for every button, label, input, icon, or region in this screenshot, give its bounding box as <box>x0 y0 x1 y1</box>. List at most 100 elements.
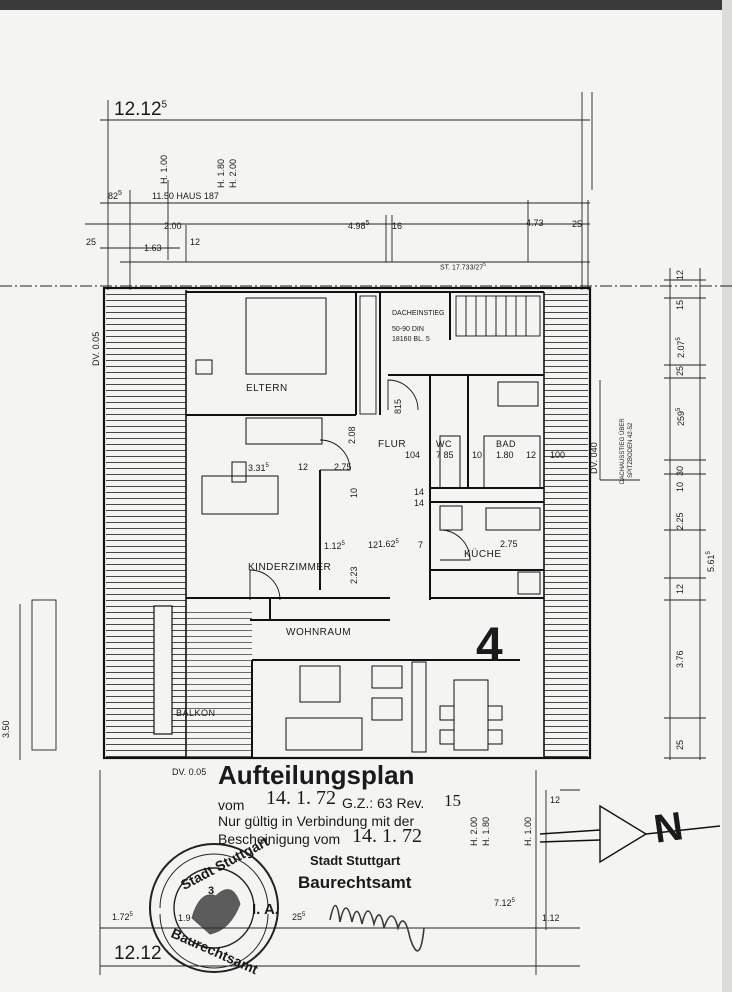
dim-r-12a: 12 <box>675 269 685 280</box>
dim-4985: 4.985 <box>348 220 370 231</box>
dim-r-561: 5.615 <box>706 551 716 572</box>
dim-i-104: 104 <box>405 450 421 460</box>
stamp-line3-date: 14. 1. 72 <box>352 825 422 847</box>
room-bad: BAD <box>496 439 517 449</box>
dim-473: 4.73 <box>526 218 544 228</box>
dim-16: 16 <box>392 221 403 231</box>
dim-i-12b: 12 <box>298 462 309 472</box>
dim-163: 1.63 <box>144 243 162 253</box>
room-wc: WC <box>436 439 452 449</box>
dim-haus: 11.50 HAUS 187 <box>152 191 219 201</box>
dim-i-331: 3.315 <box>248 463 269 473</box>
stamp-vom-date: 14. 1. 72 <box>266 787 336 809</box>
outer-wall <box>102 286 592 760</box>
top-dimension-lines <box>0 92 732 290</box>
room-wohnraum: WOHNRAUM <box>286 627 352 638</box>
note-dachausstieg-2: SPITZBODEN 42-52 <box>628 422 634 478</box>
dim-b-h100: H. 1.00 <box>523 816 533 846</box>
overall-width-top: 12.125 <box>114 99 168 120</box>
dim-i-14b: 14 <box>414 498 425 508</box>
stamp-ia: I. A. <box>252 901 279 918</box>
dim-r-2075: 2.075 <box>676 337 686 358</box>
balcony-hatch <box>186 610 252 758</box>
dim-825: 825 <box>108 190 122 201</box>
room-flur: FLUR <box>378 439 407 450</box>
balcony-rail <box>153 605 173 735</box>
room-kinderzimmer: KINDERZIMMER <box>248 562 332 573</box>
room-eltern: ELTERN <box>246 383 288 394</box>
room-balkon: BALKON <box>176 708 216 718</box>
interior-walls <box>186 291 544 758</box>
note-dachausstieg-1: DACHAUSSTIEG ÜBER <box>620 418 626 484</box>
dim-i-180: 1.80 <box>496 450 514 460</box>
stamp-city: Stadt Stuttgart <box>310 853 401 868</box>
dv-005-bottom: DV. 0.05 <box>172 767 207 777</box>
dim-r-25: 25 <box>675 365 685 376</box>
dim-r-2595: 2595 <box>676 407 686 426</box>
dv-040: DV. 040 <box>589 442 599 474</box>
dim-b-112: 1.12 <box>542 913 560 923</box>
dim-b-h180: H. 1.80 <box>481 816 491 846</box>
dim-i-12c: 12 <box>368 540 379 550</box>
dim-i-12: 12 <box>526 450 537 460</box>
north-arrow-icon <box>539 804 721 864</box>
stamp-line3-label: Bescheinigung vom <box>218 831 341 847</box>
dim-25-left: 25 <box>86 237 97 247</box>
stamp-vom-label: vom <box>218 797 245 813</box>
dim-b-12: 12 <box>550 795 561 805</box>
dim-h100: H. 1.00 <box>159 154 169 184</box>
unit-number: 4 <box>476 619 503 672</box>
dim-r-25c: 25 <box>675 739 685 750</box>
note-dacheinstieg-1: DACHEINSTIEG <box>392 310 445 317</box>
dim-h200: H. 2.00 <box>228 158 238 188</box>
door-swings <box>249 379 471 601</box>
dim-r-15: 15 <box>675 299 685 310</box>
north-letter: N <box>651 804 686 852</box>
dim-r-10: 10 <box>675 481 685 492</box>
top-edge-shadow <box>0 0 732 10</box>
stamp-gz-number: 15 <box>444 791 461 810</box>
stamp-gz: G.Z.: 63 Rev. <box>342 795 425 811</box>
dim-r-376: 3.76 <box>675 650 685 668</box>
stamp-line2: Nur gültig in Verbindung mit der <box>218 813 415 829</box>
right-dimension-lines <box>599 268 706 760</box>
dim-i-208: 2.08 <box>347 426 357 444</box>
dim-i-14a: 14 <box>414 487 425 497</box>
furniture <box>195 297 541 753</box>
signature-scribble <box>329 904 425 952</box>
dim-i-785: 7 85 <box>436 450 454 460</box>
note-dacheinstieg-3: 18160 BL. 5 <box>392 336 430 343</box>
dim-h180: H. 1.80 <box>216 158 226 188</box>
dim-25-top: 25 <box>572 219 583 229</box>
dim-b-255: 255 <box>292 912 306 922</box>
dv-005-left: DV. 0.05 <box>91 331 101 366</box>
dim-b-19: 1.9 <box>178 913 191 923</box>
dim-i-223: 2.23 <box>349 566 359 584</box>
dim-st: ST. 17.733/275 <box>440 262 486 272</box>
staircase <box>359 295 541 415</box>
room-kueche: KÜCHE <box>464 549 502 560</box>
dim-200: 2.00 <box>164 221 182 231</box>
dim-r-225: 2.25 <box>675 512 685 530</box>
right-edge-shadow <box>722 0 732 992</box>
dim-r-30: 30 <box>675 465 685 476</box>
dim-i-275a: 2.75 <box>334 462 352 472</box>
overall-width-bottom: 12.12 <box>114 943 162 964</box>
stamp-title: Aufteilungsplan <box>218 760 415 790</box>
note-dacheinstieg-2: 50-90 DIN <box>392 326 424 333</box>
dim-i-10b: 10 <box>349 487 359 498</box>
dim-i-100: 100 <box>550 450 566 460</box>
left-roof-slope-hatch <box>106 290 186 758</box>
right-roof-slope-hatch <box>544 292 588 758</box>
dim-b-172: 1.725 <box>112 912 133 922</box>
dim-i-1125: 1.125 <box>324 541 345 551</box>
seal-number: 3 <box>208 885 215 897</box>
dim-b-7125: 7.125 <box>494 898 515 908</box>
dim-left-edge: 3.50 <box>1 720 11 738</box>
dim-b-h200: H. 2.00 <box>469 816 479 846</box>
dim-r-12b: 12 <box>675 583 685 594</box>
dim-i-815: 815 <box>393 398 403 414</box>
dim-i-275b: 2.75 <box>500 539 518 549</box>
dim-12-top: 12 <box>190 237 201 247</box>
